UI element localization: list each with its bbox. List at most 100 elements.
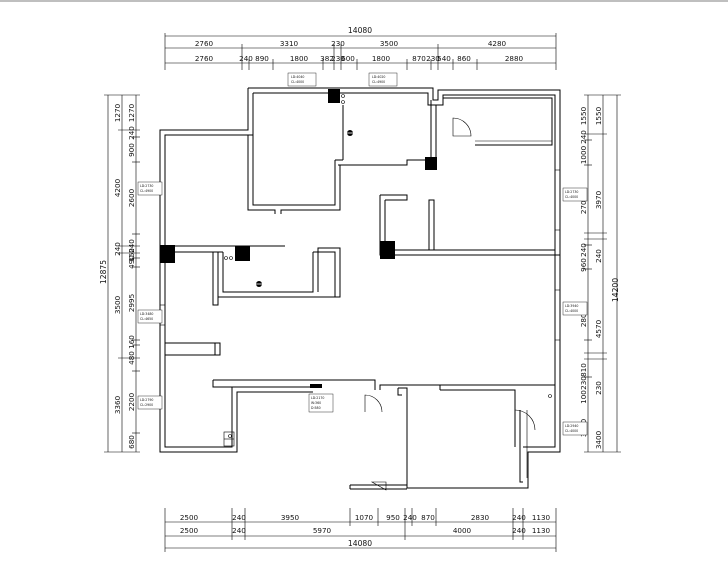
dim-label: 2760 — [195, 54, 214, 63]
dim-label: 2700 — [579, 195, 588, 214]
socket-icon — [229, 256, 233, 260]
room-label-1: LD:4040 CL:4000 — [287, 72, 317, 87]
dim-label: 1000 — [579, 145, 588, 164]
dim-label: 3500 — [113, 295, 122, 314]
dim-label: 1270 — [127, 103, 136, 122]
dim-label: 240 — [512, 526, 526, 535]
room-label-2: LD:4020 CL:4900 — [368, 72, 398, 87]
dim-label: 160 — [127, 335, 136, 349]
svg-text:CL:4000: CL:4000 — [291, 80, 304, 84]
dim-label: 230 — [594, 381, 603, 395]
dim-label: 1070 — [355, 513, 374, 522]
dim-label: 382 — [320, 54, 334, 63]
svg-text:CL:4900: CL:4900 — [140, 189, 153, 193]
dim-label: 3310 — [280, 39, 299, 48]
dim-label: 490 — [127, 255, 136, 269]
dim-label: 2830 — [471, 513, 490, 522]
socket-icon — [341, 100, 345, 104]
dim-label: 2760 — [195, 39, 214, 48]
svg-text:CL:4000: CL:4000 — [565, 195, 578, 199]
svg-text:LD:2730: LD:2730 — [565, 190, 578, 194]
right-dimensions: 14200 1550 3970 240 4570 230 3400 1550 2… — [579, 94, 621, 453]
dim-label: 870 — [412, 54, 426, 63]
svg-text:LD:2790: LD:2790 — [140, 398, 153, 402]
dim-label: 540 — [437, 54, 451, 63]
dim-label: 3400 — [594, 430, 603, 449]
dim-label: 1800 — [290, 54, 309, 63]
walls — [159, 87, 561, 491]
socket-icon — [224, 256, 228, 260]
dim-label: 960 — [579, 258, 588, 272]
dim-label: 900 — [127, 143, 136, 157]
dim-label: 600 — [341, 54, 355, 63]
dim-label: 100 — [579, 390, 588, 404]
dim-label: 2500 — [180, 513, 199, 522]
dim-label: 240 — [239, 54, 253, 63]
svg-text:CL:4000: CL:4000 — [565, 309, 578, 313]
column — [310, 384, 322, 388]
room-label-7: LD:2170 W:360 D:580 — [308, 393, 334, 413]
column — [235, 246, 250, 261]
dim-label: 5970 — [313, 526, 332, 535]
dim-label: 480 — [127, 351, 136, 365]
dim-label: 2880 — [505, 54, 524, 63]
dim-label: 810 — [579, 363, 588, 377]
dim-label: 1550 — [579, 106, 588, 125]
dim-label: 240 — [579, 130, 588, 144]
fixture-symbols — [224, 94, 552, 438]
dim-label: 1800 — [372, 54, 391, 63]
dim-label: 230 — [331, 39, 345, 48]
dim-label: 230 — [426, 54, 440, 63]
dim-label: 4280 — [488, 39, 507, 48]
dim-label: 240 — [594, 249, 603, 263]
dim-label: 890 — [255, 54, 269, 63]
dim-label: 240 — [512, 513, 526, 522]
dim-label: 240 — [232, 513, 246, 522]
column — [160, 245, 175, 263]
dim-label: 150 — [127, 248, 136, 262]
column — [380, 241, 395, 259]
socket-icon — [548, 394, 552, 398]
svg-text:LD:4020: LD:4020 — [372, 75, 385, 79]
structural-columns — [160, 89, 437, 388]
room-label-6: LD:2790 CL:2900 — [137, 395, 163, 410]
svg-text:LD:3940: LD:3940 — [565, 304, 578, 308]
dim-label: 1130 — [532, 526, 551, 535]
dim-label: 2200 — [127, 392, 136, 411]
svg-text:W:360: W:360 — [311, 401, 321, 405]
svg-text:CL:4650: CL:4650 — [140, 317, 153, 321]
top-dimensions: 14080 2760 3310 230 3500 4280 2760 240 8… — [164, 26, 557, 70]
room-label-3: LD:2730 CL:4900 — [137, 181, 163, 196]
room-label-5: LD:3480 CL:4650 — [137, 309, 163, 324]
socket-icon — [341, 94, 345, 98]
svg-text:CL:2900: CL:2900 — [140, 403, 153, 407]
dim-label: 3950 — [281, 513, 300, 522]
svg-text:LD:2940: LD:2940 — [565, 424, 578, 428]
svg-text:LD:4040: LD:4040 — [291, 75, 304, 79]
dim-label: 860 — [457, 54, 471, 63]
left-total-dim: 12875 — [99, 260, 108, 284]
dim-label: 240 — [127, 239, 136, 253]
dim-label: 2600 — [127, 188, 136, 207]
room-label-9: LD:2940 CL:4000 — [562, 421, 588, 436]
svg-text:CL:4000: CL:4000 — [565, 429, 578, 433]
dim-label: 4200 — [113, 178, 122, 197]
dim-label: 1270 — [113, 103, 122, 122]
top-total-dim: 14080 — [348, 26, 372, 35]
dim-label: 240 — [127, 126, 136, 140]
svg-text:D:580: D:580 — [311, 406, 321, 410]
bottom-total-dim: 14080 — [348, 539, 372, 548]
dim-label: 1550 — [594, 106, 603, 125]
column — [328, 89, 340, 103]
room-label-8: LD:3940 CL:4000 — [562, 301, 588, 316]
dim-label: 230 — [331, 54, 345, 63]
svg-text:CL:4900: CL:4900 — [372, 80, 385, 84]
dim-label: 950 — [386, 513, 400, 522]
left-dimensions: 12875 1270 4200 240 3500 3360 1270 240 9… — [99, 94, 140, 453]
column — [425, 157, 437, 170]
dim-label: 230 — [579, 376, 588, 390]
dim-label: 240 — [113, 242, 122, 256]
svg-text:LD:2730: LD:2730 — [140, 184, 153, 188]
socket-icon — [228, 434, 232, 438]
